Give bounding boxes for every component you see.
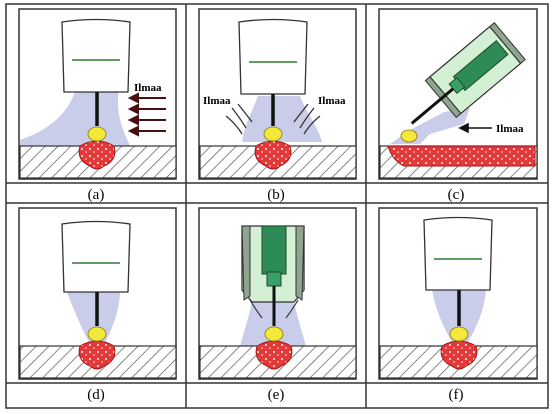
panel-frame [378,8,538,180]
converging-arrows-icon [225,103,321,135]
electrode-holder [61,220,131,293]
tilted-torch-icon [410,22,526,125]
panel-frame [198,8,357,180]
panel-frame [18,207,177,380]
molten-droplet [87,326,107,342]
molten-droplet [264,326,284,342]
molten-droplet [449,326,469,342]
panel-c: Ilmaa (c) [378,8,538,203]
panel-frame [198,207,357,380]
weld-pool [255,340,293,370]
panel-d: (d) [18,207,177,403]
panel-frame [378,207,538,380]
molten-droplet [263,126,283,142]
air-label: Ilmaa [318,95,346,107]
weld-bead [387,145,536,167]
air-label: Ilmaa [496,123,524,135]
gas-nozzle-icon [241,225,305,326]
panel-f: (f) [378,207,538,403]
panel-caption: (b) [267,187,285,203]
weld-pool [78,340,116,370]
wind-arrows-icon [127,92,166,137]
molten-droplet [400,129,418,143]
panel-caption: (a) [88,187,105,203]
panel-caption: (f) [449,387,464,403]
gas-cloud [66,290,120,344]
panel-frame [18,8,177,180]
panel-b: Ilmaa Ilmaa (b) [198,8,357,203]
air-label: Ilmaa [203,95,231,107]
weld-pool [440,340,478,370]
electrode-holder [61,18,131,93]
panel-caption: (c) [448,187,465,203]
panel-caption: (d) [87,387,105,403]
electrode-holder [423,216,493,291]
weld-pool [78,140,116,170]
panel-a: Ilmaa (a) [18,8,177,203]
panel-caption: (e) [268,387,285,403]
grid-frame [5,3,549,409]
gas-cloud [242,96,322,142]
weld-pool [254,140,292,170]
air-arrow-icon [458,122,492,134]
air-label: Ilmaa [134,82,162,94]
electrode-holder [238,18,308,95]
molten-droplet [87,126,107,142]
panel-e: (e) [198,207,357,403]
